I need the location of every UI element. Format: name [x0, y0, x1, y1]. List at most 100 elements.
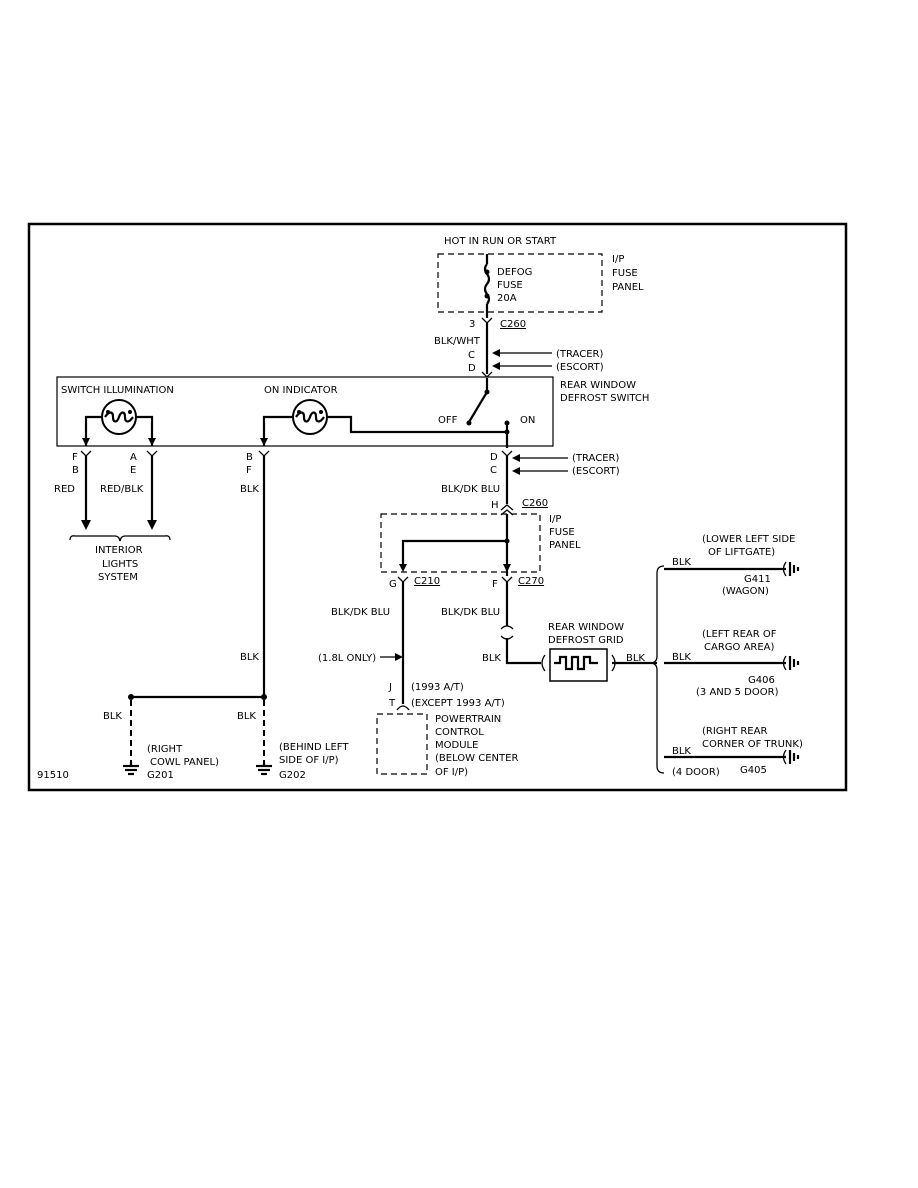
blk-g405-label: BLK: [672, 746, 691, 757]
c270-label: C270: [518, 576, 544, 587]
tracer-mid-label: (TRACER): [572, 453, 619, 464]
pin-c-top: C: [468, 350, 475, 361]
on-label: ON: [520, 415, 535, 426]
c260-mid-label: C260: [522, 498, 548, 509]
pcm-line4: (BELOW CENTER: [435, 753, 518, 764]
except-1993-label: (EXCEPT 1993 A/T): [411, 698, 505, 709]
right-rear-line2: CORNER OF TRUNK): [702, 739, 803, 750]
lower-left-line1: (LOWER LEFT SIDE: [702, 534, 795, 545]
blk-grid-left-label: BLK: [482, 653, 501, 664]
fuse-panel-mid-line1: I/P: [549, 514, 561, 525]
wagon-label: (WAGON): [722, 586, 769, 597]
fuse-panel-top-line1: I/P: [612, 254, 624, 265]
blk-g411-label: BLK: [672, 557, 691, 568]
pin-a: A: [130, 452, 137, 463]
behind-left-line1: (BEHIND LEFT: [279, 742, 349, 753]
interior-line3: SYSTEM: [98, 572, 138, 583]
pin-g: G: [389, 579, 397, 590]
switch-name-line2: DEFROST SWITCH: [560, 393, 649, 404]
only-18l-label: (1.8L ONLY): [318, 653, 376, 664]
switch-illumination-label: SWITCH ILLUMINATION: [61, 385, 174, 396]
right-rear-line1: (RIGHT REAR: [702, 726, 767, 737]
ip-fuse-panel-mid: [380, 513, 541, 573]
pin-f-left: F: [72, 452, 78, 463]
ground-g202-symbol: [256, 762, 272, 776]
pin-h: H: [491, 500, 499, 511]
red-blk-wire-label: RED/BLK: [100, 484, 144, 495]
blk-dk-blu-right-label: BLK/DK BLU: [441, 607, 500, 618]
ground-g411-symbol: [782, 561, 800, 577]
switch-blade: [468, 391, 488, 423]
fuse-panel-mid-line3: PANEL: [549, 540, 581, 551]
pin-f-mid: F: [246, 465, 252, 476]
escort-top-label: (ESCORT): [556, 362, 604, 373]
g405-label: G405: [740, 765, 767, 776]
blk-g201-label: BLK: [103, 711, 122, 722]
pin-j: J: [388, 682, 392, 693]
interior-lights-brace: [69, 535, 171, 542]
ground-brace: [649, 565, 665, 774]
fuse-name: DEFOG: [497, 267, 532, 278]
blk-left-top-label: BLK: [240, 484, 259, 495]
grid-name-line1: REAR WINDOW: [548, 622, 624, 633]
ground-g405-symbol: [782, 749, 800, 765]
fuse-rating: 20A: [497, 293, 517, 304]
blk-grid-right-label: BLK: [626, 653, 645, 664]
escort-mid-label: (ESCORT): [572, 466, 620, 477]
right-cowl-line2: COWL PANEL): [150, 757, 219, 768]
door-4-label: (4 DOOR): [672, 767, 720, 778]
grid-name-line2: DEFROST GRID: [548, 635, 624, 646]
g406-label: G406: [748, 675, 775, 686]
pcm-line2: CONTROL: [435, 727, 484, 738]
diagram-frame: [27, 222, 848, 792]
interior-line1: INTERIOR: [95, 545, 143, 556]
g201-label: G201: [147, 770, 174, 781]
blk-left-mid-label: BLK: [240, 652, 259, 663]
pin-e: E: [130, 465, 136, 476]
red-wire-label: RED: [54, 484, 75, 495]
fuse-word: FUSE: [497, 280, 523, 291]
fuse-panel-mid-line2: FUSE: [549, 527, 575, 538]
pcm-line1: POWERTRAIN: [435, 714, 501, 725]
g202-label: G202: [279, 770, 306, 781]
blk-g202-label: BLK: [237, 711, 256, 722]
pcm-line5: OF I/P): [435, 767, 468, 778]
fuse-panel-top-line3: PANEL: [612, 282, 644, 293]
ground-g201-symbol: [123, 762, 139, 776]
hot-in-run-label: HOT IN RUN OR START: [444, 236, 557, 247]
blk-dk-blu-left-label: BLK/DK BLU: [331, 607, 390, 618]
interior-line2: LIGHTS: [102, 559, 138, 570]
figure-id: 91510: [37, 770, 69, 781]
connector-c260-top: [481, 317, 493, 324]
pin-b-left: B: [72, 465, 79, 476]
c260-top-label: C260: [500, 319, 526, 330]
pin-t: T: [388, 698, 396, 709]
pin-f: F: [492, 579, 498, 590]
fuse-panel-top-line2: FUSE: [612, 268, 638, 279]
tracer-top-label: (TRACER): [556, 349, 603, 360]
left-rear-line1: (LEFT REAR OF: [702, 629, 777, 640]
blk-wht-label: BLK/WHT: [434, 336, 481, 347]
behind-left-line2: SIDE OF I/P): [279, 755, 339, 766]
on-indicator-label: ON INDICATOR: [264, 385, 338, 396]
pin-b-mid: B: [246, 452, 253, 463]
pcm-line3: MODULE: [435, 740, 478, 751]
switch-name-line1: REAR WINDOW: [560, 380, 636, 391]
c210-label: C210: [414, 576, 440, 587]
pin-c-mid: C: [490, 465, 497, 476]
right-cowl-line1: (RIGHT: [147, 744, 183, 755]
pcm-box: [376, 713, 428, 775]
off-label: OFF: [438, 415, 458, 426]
left-rear-line2: CARGO AREA): [704, 642, 775, 653]
blk-dk-blu-mid-label: BLK/DK BLU: [441, 484, 500, 495]
g411-label: G411: [744, 574, 771, 585]
pin-d-mid: D: [490, 452, 498, 463]
doors-3-5-label: (3 AND 5 DOOR): [696, 687, 779, 698]
lower-left-line2: OF LIFTGATE): [708, 547, 775, 558]
pin-d-top: D: [468, 363, 476, 374]
blk-g406-label: BLK: [672, 652, 691, 663]
pin-3: 3: [469, 319, 475, 330]
defrost-grid: [549, 648, 608, 682]
ground-g406-symbol: [782, 655, 800, 671]
